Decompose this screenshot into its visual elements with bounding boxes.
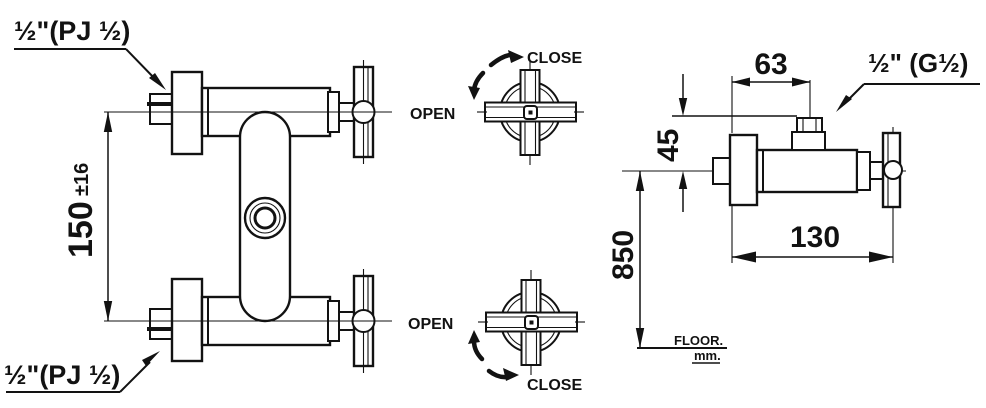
bottom-close-label: CLOSE xyxy=(527,377,582,394)
dim-45-arrow-up xyxy=(678,171,688,189)
bottom-close-arrowhead xyxy=(503,368,519,381)
top-close-arrow-curve xyxy=(488,52,513,68)
top-close-label: CLOSE xyxy=(527,50,582,67)
dim-130: 130 xyxy=(732,221,893,263)
dim-45-value: 45 xyxy=(652,129,685,162)
bottom-knob-center-dot xyxy=(529,320,534,325)
dim-45-arrow-down xyxy=(678,98,688,116)
dim-850: 850 xyxy=(607,171,645,348)
label-bottom-inlet-arrowhead xyxy=(142,351,160,366)
side-flange xyxy=(728,133,759,207)
dim-63-value: 63 xyxy=(754,48,787,81)
unit-label: mm. xyxy=(694,348,721,363)
column-port-mid-circle xyxy=(249,202,281,234)
dim-130-value: 130 xyxy=(790,221,840,254)
label-outlet-arrowhead xyxy=(836,95,852,112)
side-handle-hub-circle xyxy=(883,160,903,180)
dim-150: 150 ±16 xyxy=(62,112,113,321)
label-outlet-text: ½" (G½) xyxy=(868,48,968,78)
dim-850-arrow-up xyxy=(635,171,645,191)
label-top-inlet-arrowhead xyxy=(149,73,166,90)
dim-63: 63 xyxy=(732,48,810,87)
label-bottom-inlet: ½"(PJ ½) xyxy=(4,351,160,393)
side-end-cap xyxy=(856,151,871,191)
bottom-flange xyxy=(170,277,204,363)
dim-63-arrow-right xyxy=(792,77,810,87)
column-port-outer-circle xyxy=(243,196,287,240)
label-top-inlet-text: ½"(PJ ½) xyxy=(14,16,130,46)
top-open-arrowhead xyxy=(468,86,480,100)
dim-130-arrow-right xyxy=(869,251,893,263)
dim-150-arrow-up xyxy=(103,112,113,132)
side-body xyxy=(755,148,859,194)
floor-reference: FLOOR. mm. xyxy=(637,333,727,364)
label-bottom-inlet-text: ½"(PJ ½) xyxy=(4,360,120,390)
bottom-open-arrow-curve xyxy=(471,338,485,362)
side-wall-connector xyxy=(712,157,731,185)
handle-diagram-bottom: OPEN CLOSE xyxy=(408,270,585,394)
dim-850-value: 850 xyxy=(607,230,640,280)
outlet-nipple-top xyxy=(796,117,823,133)
dim-150-value: 150 xyxy=(62,201,100,258)
floor-label: FLOOR. xyxy=(674,333,723,348)
bottom-open-label: OPEN xyxy=(408,316,453,333)
label-top-inlet: ½"(PJ ½) xyxy=(14,16,166,90)
dim-850-arrow-down xyxy=(635,328,645,348)
top-knob-center-dot xyxy=(528,110,533,115)
front-view: 150 ±16 ½"(PJ ½) ½"(PJ ½) xyxy=(4,16,392,393)
top-open-label: OPEN xyxy=(410,106,455,123)
side-handle-stem xyxy=(869,161,884,180)
dim-63-arrow-left xyxy=(732,77,750,87)
bottom-open-arrowhead xyxy=(468,330,480,344)
handle-diagram-top: OPEN CLOSE xyxy=(410,50,584,165)
label-bottom-inlet-leader xyxy=(119,361,151,393)
outlet-nipple-base xyxy=(791,131,826,151)
dim-45: 45 xyxy=(652,74,797,212)
dim-130-arrow-left xyxy=(732,251,756,263)
top-close-arrowhead xyxy=(508,50,524,63)
label-outlet: ½" (G½) xyxy=(836,48,980,112)
dim-150-tolerance: ±16 xyxy=(71,163,93,196)
top-flange xyxy=(170,70,204,156)
side-view: 63 ½" (G½) 45 130 xyxy=(607,48,980,364)
dim-150-arrow-down xyxy=(103,301,113,321)
column-port-inner-circle xyxy=(253,206,277,230)
